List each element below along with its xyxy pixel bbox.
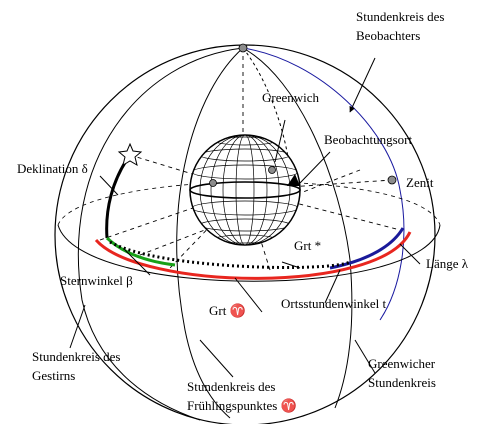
label-beobachtungsort: Beobachtungsort [324, 132, 412, 147]
zenit-point [387, 175, 397, 185]
label-laenge: Länge λ [426, 256, 469, 271]
deklination-arc [105, 154, 132, 239]
north-pole-point [238, 43, 248, 53]
sternwinkel-arc [105, 236, 176, 267]
label-stundenkreis-gestirn-1: Stundenkreis des [32, 349, 120, 364]
equator-front [57, 224, 441, 282]
label-stundenkreis-beobachter-2: Beobachters [356, 28, 420, 43]
label-greenwicher-stundenkreis-2: Stundenkreis [368, 375, 436, 390]
label-sternwinkel: Sternwinkel β [60, 273, 133, 288]
hour-circle-observer [242, 47, 405, 321]
label-grt-star: Grt * [294, 238, 321, 253]
ortsstundenwinkel-arc [94, 231, 412, 280]
label-stundenkreis-gestirn-2: Gestirns [32, 368, 75, 383]
leader-lines [69, 57, 421, 378]
label-deklination: Deklination δ [17, 161, 88, 176]
beobachtungsort-marker-icon [287, 174, 300, 186]
hour-circle-gestirn [77, 47, 244, 421]
label-stundenkreis-beobachter-1: Stundenkreis des [356, 9, 444, 24]
label-stundenkreis-fruehling-1: Stundenkreis des [187, 379, 275, 394]
label-greenwicher-stundenkreis-1: Greenwicher [368, 356, 436, 371]
label-greenwich: Greenwich [262, 90, 320, 105]
earth-globe [189, 134, 301, 246]
star-icon [117, 142, 143, 167]
hour-circle-observer-back [242, 47, 291, 171]
label-ortsstundenwinkel: Ortsstundenwinkel t [281, 296, 386, 311]
label-grt-aries: Grt ♈ [209, 303, 246, 318]
hour-circle-greenwich [242, 47, 353, 409]
grt-star-arc [109, 240, 351, 269]
greenwich-point [268, 166, 276, 174]
label-stundenkreis-fruehling-2: Frühlingspunktes ♈ [187, 398, 297, 413]
earth-gestirn-point [209, 179, 217, 187]
label-zenit: Zenit [406, 175, 434, 190]
